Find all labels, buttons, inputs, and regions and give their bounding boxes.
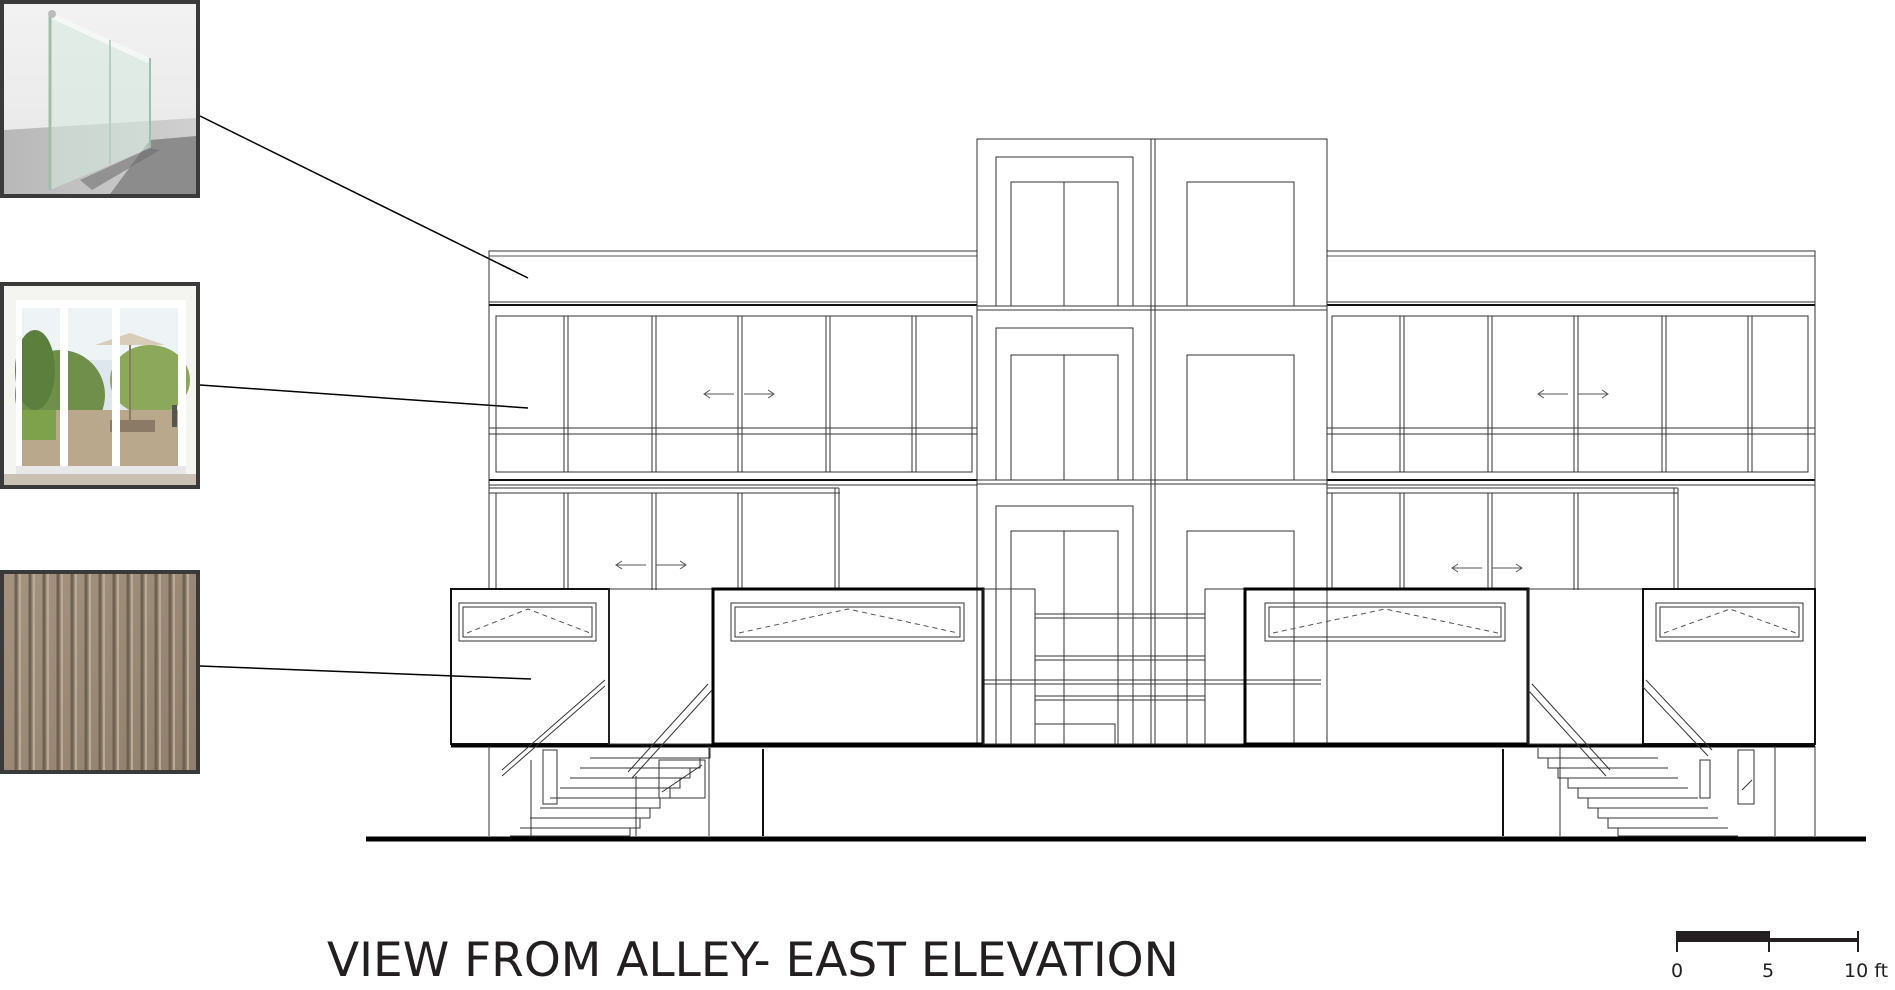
vertical-wood-cladding-swatch-icon — [0, 570, 200, 774]
left-stair-gap-wall — [608, 588, 714, 745]
scale-label-10ft: 10 ft — [1844, 960, 1888, 982]
drawing-title: VIEW FROM ALLEY- EAST ELEVATION — [327, 933, 1179, 988]
lower-right-glazing — [1327, 487, 1679, 590]
right-stair-gap-wall — [1527, 588, 1644, 745]
right-tower-infill — [1204, 588, 1246, 745]
slide-arrows-lower-right — [1451, 563, 1523, 573]
scale-label-5: 5 — [1762, 960, 1774, 982]
central-stair-tower — [976, 138, 1328, 745]
upper-right-glazing — [1327, 315, 1815, 473]
sliding-glass-door-swatch-icon — [0, 282, 200, 489]
roof-railing — [488, 250, 1816, 303]
scale-bar: 0 5 10 ft — [1671, 931, 1888, 982]
left-exterior-stair — [501, 679, 713, 837]
building-elevation — [366, 138, 1866, 842]
right-exterior-stair — [1527, 679, 1755, 837]
scale-label-0: 0 — [1671, 960, 1683, 982]
lower-left-glazing — [489, 487, 840, 590]
slide-arrows-upper-right — [1537, 389, 1609, 399]
sliding-door-leader-line — [199, 384, 529, 409]
upper-left-glazing — [489, 315, 977, 473]
slide-arrows-lower-left — [615, 560, 687, 570]
slide-arrows-upper-left — [703, 389, 775, 399]
right-large-box — [1243, 587, 1530, 746]
wood-cladding-leader-line — [199, 665, 532, 680]
left-tower-infill — [982, 588, 1036, 745]
glass-railing-swatch-icon — [0, 0, 200, 198]
left-large-box — [711, 587, 985, 746]
left-small-box — [450, 588, 610, 745]
glass-railing-leader-line — [199, 115, 529, 279]
right-small-box — [1642, 588, 1816, 745]
